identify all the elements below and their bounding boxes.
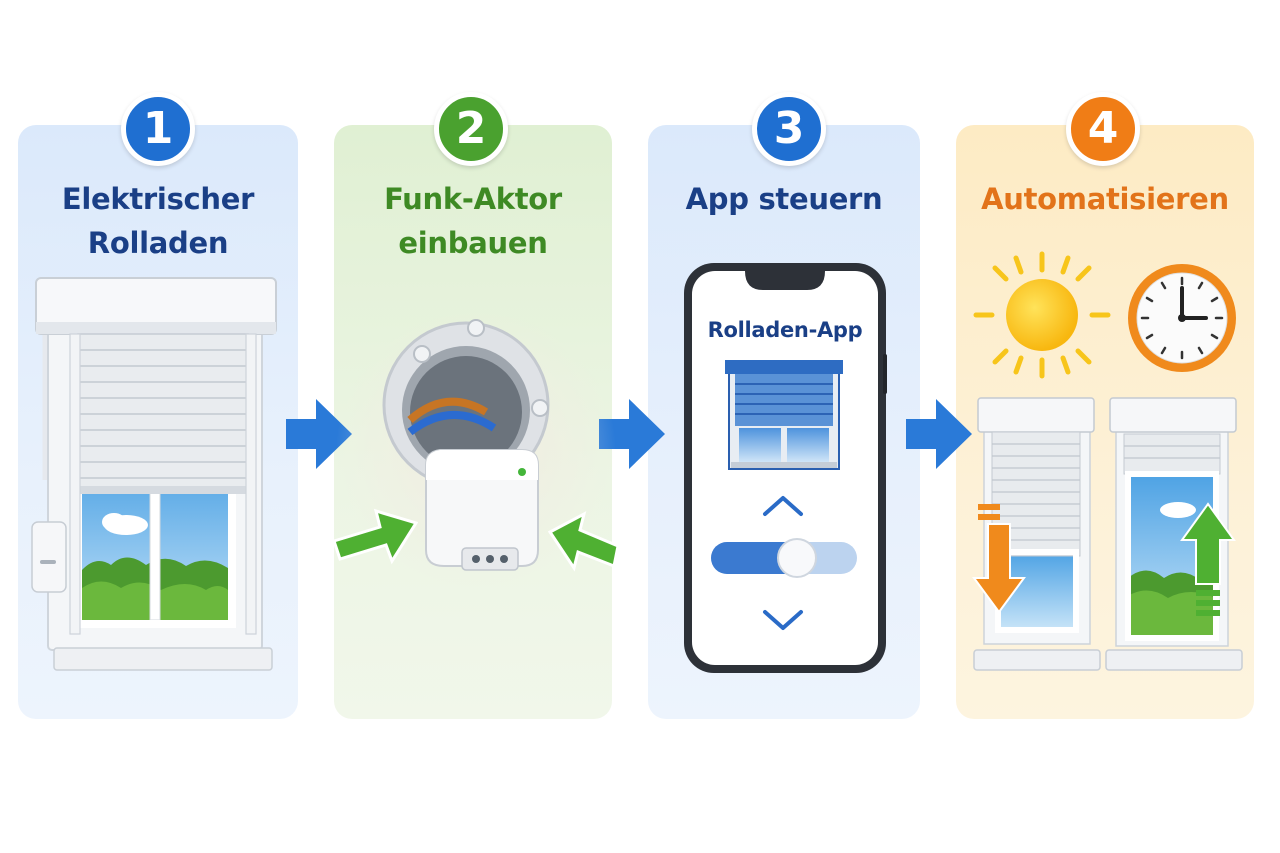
sun-icon [973,251,1111,379]
chevron-down-icon [763,610,803,630]
app-title: Rolladen-App [707,318,863,342]
automation-illustration [972,251,1243,671]
step-2-badge: 2 [434,92,508,166]
arrow-down-icon [972,504,1026,614]
arrow-right-icon [286,399,352,469]
step-4-badge: 4 [1066,92,1140,166]
step-2-title-line1: Funk-Aktor [384,182,562,216]
arrow-right-icon [332,508,418,565]
step-4-title: Automatisieren [956,177,1254,221]
roller-shutter-window-illustration [31,277,277,671]
step-1-title-line1: Elektrischer [61,182,255,216]
step-3-badge: 3 [752,92,826,166]
arrow-right-icon [599,399,665,469]
chevron-up-icon [763,496,803,516]
smartphone: Rolladen-App [683,262,887,674]
arrow-left-icon [548,511,620,572]
step-1-title-line2: Rolladen [87,226,229,260]
step-3-title-line1: App steuern [685,182,883,216]
step-1-badge: 1 [121,92,195,166]
step-3-title: App steuern [648,177,920,221]
step-1-title: Elektrischer Rolladen [18,177,298,265]
arrow-right-icon [906,399,972,469]
step-2-title-line2: einbauen [398,226,548,260]
step-2-title: Funk-Aktor einbauen [334,177,612,265]
arrow-up-icon [1180,502,1236,616]
smartphone-frame [684,263,887,673]
clock-icon [1128,264,1236,372]
step-4-title-line1: Automatisieren [981,182,1229,216]
